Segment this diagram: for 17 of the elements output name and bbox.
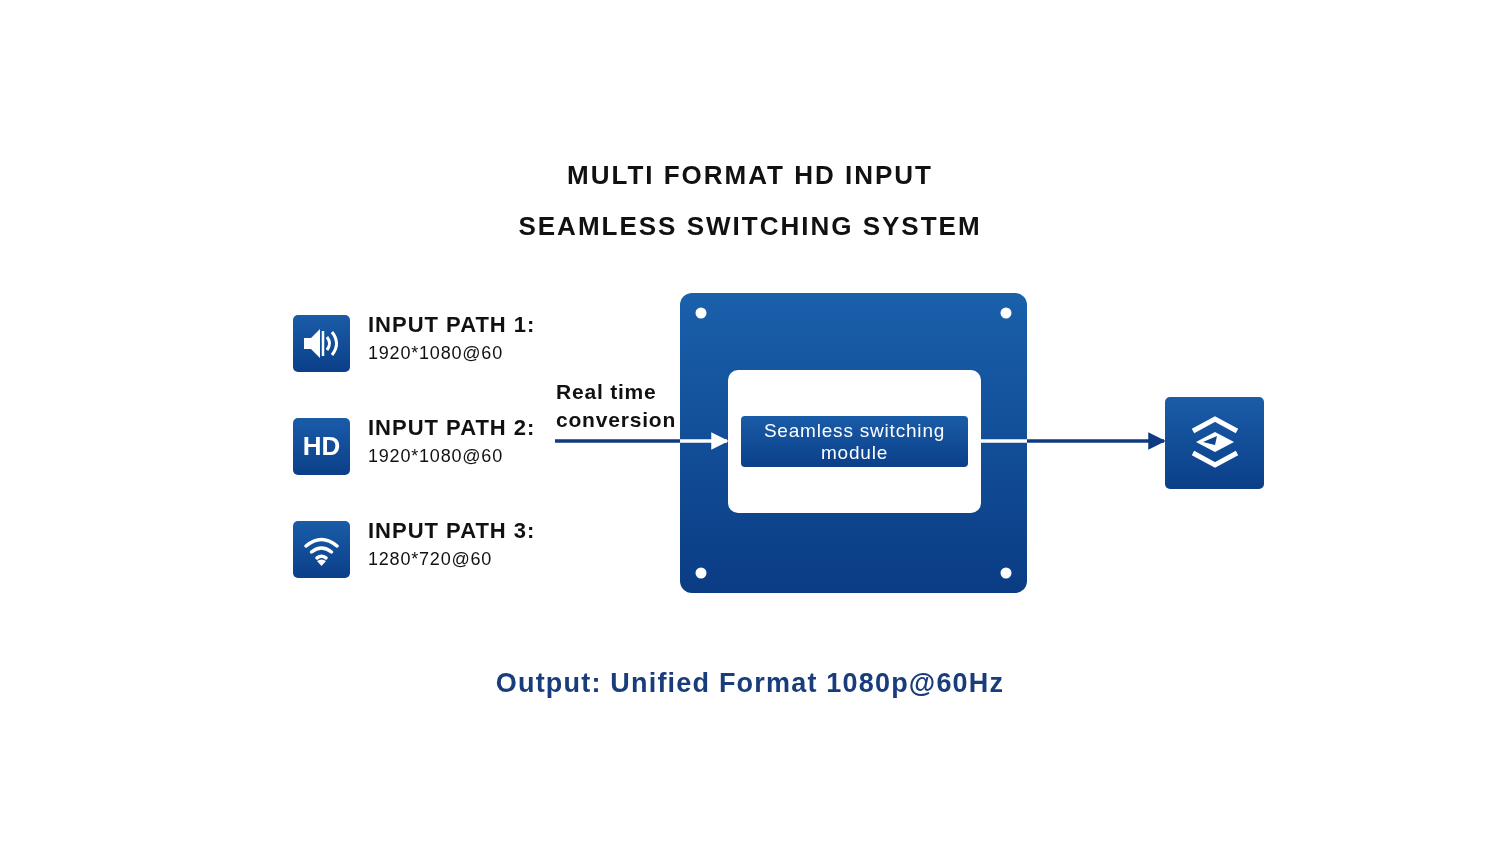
resolution-text: 1280*720@60: [368, 549, 493, 570]
input-title: INPUT PATH 2:: [368, 415, 536, 441]
resolution-text: 1920*1080@60: [368, 343, 503, 364]
module-box: Seamless switching module: [741, 416, 968, 467]
module-frame: [728, 370, 981, 513]
resolution-text: 1920*1080@60: [368, 446, 503, 467]
speaker-tile: [293, 315, 350, 372]
output-note: Output: Unified Format 1080p@60Hz: [494, 668, 1006, 699]
hd-badge: HD: [293, 418, 350, 475]
arrow: [981, 432, 1166, 450]
input-title: INPUT PATH 3:: [368, 518, 536, 544]
device-panel: [680, 293, 1027, 593]
wifi-tile: [293, 521, 350, 578]
input-title: INPUT PATH 1:: [368, 312, 536, 338]
layers-tile: [1165, 397, 1264, 489]
arrow: [555, 432, 729, 450]
diagram-title: MULTI FORMAT HD INPUT SEAMLESS SWITCHING SYSTEM: [517, 159, 983, 243]
